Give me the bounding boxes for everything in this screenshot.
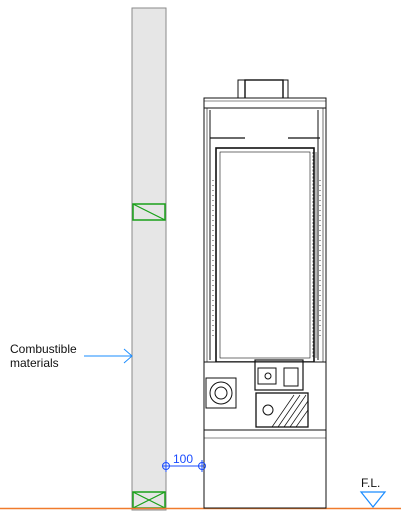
combustible-line-1: Combustible: [10, 342, 77, 356]
floor-level-marker: [359, 491, 387, 508]
clearance-dimension: [162, 460, 206, 472]
combustible-leader-arrow: [84, 348, 133, 364]
wall-batten-upper: [132, 203, 166, 221]
combustible-wall: [131, 7, 167, 511]
combustible-materials-label: Combustible materials: [10, 342, 77, 370]
stove-body: [203, 79, 327, 509]
clearance-dimension-label: 100: [173, 452, 194, 466]
combustible-line-2: materials: [10, 356, 59, 370]
floor-level-label: F.L.: [361, 476, 381, 490]
